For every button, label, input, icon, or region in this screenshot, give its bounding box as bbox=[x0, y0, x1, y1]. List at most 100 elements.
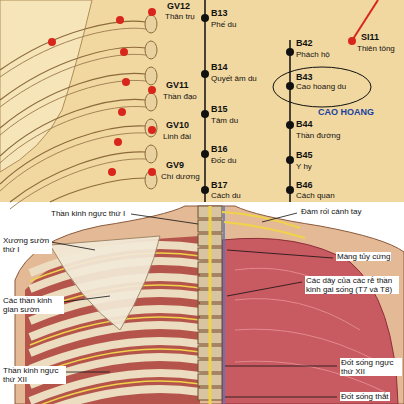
illustration-part bbox=[50, 178, 146, 202]
anatomy-label: Thần kinh ngực thứ I bbox=[50, 209, 126, 218]
illustration-part bbox=[201, 150, 209, 158]
ellipse-outline bbox=[273, 67, 371, 107]
rib-lines bbox=[0, 21, 146, 202]
illustration-part bbox=[286, 186, 294, 194]
anatomy-illustration bbox=[15, 206, 404, 404]
illustration-part bbox=[348, 37, 356, 45]
illustration-part bbox=[286, 48, 294, 56]
illustration-part bbox=[148, 168, 156, 176]
illustration-part bbox=[201, 110, 209, 118]
illustration-part bbox=[262, 213, 297, 222]
illustration-part bbox=[30, 381, 200, 404]
illustration-part bbox=[286, 121, 294, 129]
illustration-part bbox=[0, 54, 146, 107]
illustration-part bbox=[0, 80, 146, 135]
back-outline bbox=[15, 206, 404, 404]
point-code: GV10 bbox=[166, 120, 189, 130]
acupuncture-chart bbox=[0, 0, 404, 209]
anatomy-label: Các dây của các rễ thần kinh gai sống (T… bbox=[305, 276, 399, 294]
anatomy-label: Đám rối cánh tay bbox=[300, 207, 362, 216]
illustration-part bbox=[65, 372, 110, 373]
point-code: B45 bbox=[296, 150, 313, 160]
anatomy-label: Màng tủy cứng bbox=[336, 252, 391, 261]
illustration-part bbox=[120, 48, 128, 56]
point-name: Thân trụ bbox=[165, 12, 195, 21]
illustration-part bbox=[148, 86, 156, 94]
highlight-ellipse: B43Cao hoang du bbox=[272, 66, 372, 108]
point-name: Cách du bbox=[211, 191, 241, 200]
illustration-part bbox=[122, 78, 130, 86]
illustration-part bbox=[145, 41, 157, 59]
illustration-part bbox=[227, 282, 302, 296]
illustration-part bbox=[63, 296, 110, 302]
point-code: B43 bbox=[296, 72, 372, 82]
point-code: B13 bbox=[211, 8, 228, 18]
dura-mater bbox=[223, 206, 225, 404]
illustration-part bbox=[235, 299, 360, 330]
point-name: Cách quan bbox=[296, 191, 335, 200]
illustration-part bbox=[114, 138, 122, 146]
illustration-part bbox=[225, 366, 337, 367]
point-code: B17 bbox=[211, 180, 228, 190]
illustration-part bbox=[225, 397, 337, 398]
illustration-part bbox=[131, 214, 198, 224]
illustration-part bbox=[0, 106, 146, 163]
point-code: B42 bbox=[296, 38, 313, 48]
point-name: Thần đường bbox=[296, 131, 340, 140]
illustration-part bbox=[227, 250, 333, 258]
point-name: Tâm du bbox=[211, 116, 238, 125]
illustration-part bbox=[201, 186, 209, 194]
illustration-part bbox=[0, 99, 146, 156]
illustration-part bbox=[224, 222, 305, 238]
spinal-cord bbox=[209, 206, 212, 404]
illustration-part bbox=[116, 16, 124, 24]
point-name: Thần đạo bbox=[163, 92, 197, 101]
point-code: GV11 bbox=[166, 80, 189, 90]
point-name: Đốc du bbox=[211, 156, 236, 165]
vertebra-processes bbox=[145, 15, 157, 189]
illustration-part bbox=[145, 145, 157, 163]
illustration-part bbox=[148, 126, 156, 134]
acupoint-dots-red bbox=[48, 8, 356, 176]
illustration-part bbox=[201, 14, 209, 22]
illustration-part bbox=[0, 133, 146, 191]
rib-lines bbox=[0, 28, 146, 209]
brachial-plexus bbox=[222, 212, 305, 238]
point-name: Linh đài bbox=[163, 132, 191, 141]
illustration-part bbox=[222, 212, 300, 228]
illustration-part bbox=[10, 159, 146, 209]
point-name: Cao hoang du bbox=[296, 82, 372, 91]
illustration-part bbox=[148, 8, 156, 16]
illustration-part bbox=[0, 126, 146, 184]
scapula bbox=[50, 236, 160, 330]
illustration-part bbox=[0, 73, 146, 128]
illustration-part bbox=[286, 82, 294, 90]
point-code: B16 bbox=[211, 144, 228, 154]
illustration-part bbox=[48, 38, 56, 46]
point-code: SI11 bbox=[361, 32, 379, 42]
anatomy-label: Đốt sống ngực thứ XII bbox=[340, 358, 402, 376]
illustration-part bbox=[145, 67, 157, 85]
illustration-part bbox=[108, 168, 116, 176]
point-code: B46 bbox=[296, 180, 313, 190]
point-name: Phách hộ bbox=[296, 50, 330, 59]
point-name: Quyết âm du bbox=[211, 74, 257, 83]
illustration-part bbox=[0, 28, 146, 77]
anatomy-label: Xương sườn thứ I bbox=[2, 236, 52, 254]
illustration-part bbox=[235, 329, 375, 360]
leader-lines bbox=[51, 213, 337, 397]
point-code: GV9 bbox=[166, 160, 184, 170]
illustration-part bbox=[30, 389, 200, 404]
acupoint-dots bbox=[201, 14, 294, 194]
point-code: B14 bbox=[211, 62, 228, 72]
anatomy-label: Thần kinh ngực thứ XII bbox=[2, 366, 66, 384]
point-name: Thiên tông bbox=[357, 44, 395, 53]
anatomy-label: Đốt sống thắt bbox=[340, 392, 390, 401]
illustration-part bbox=[286, 156, 294, 164]
anatomy-label: Các thần kinh gian sườn bbox=[2, 296, 64, 314]
illustration-part bbox=[145, 15, 157, 33]
meridian-line bbox=[204, 0, 206, 202]
